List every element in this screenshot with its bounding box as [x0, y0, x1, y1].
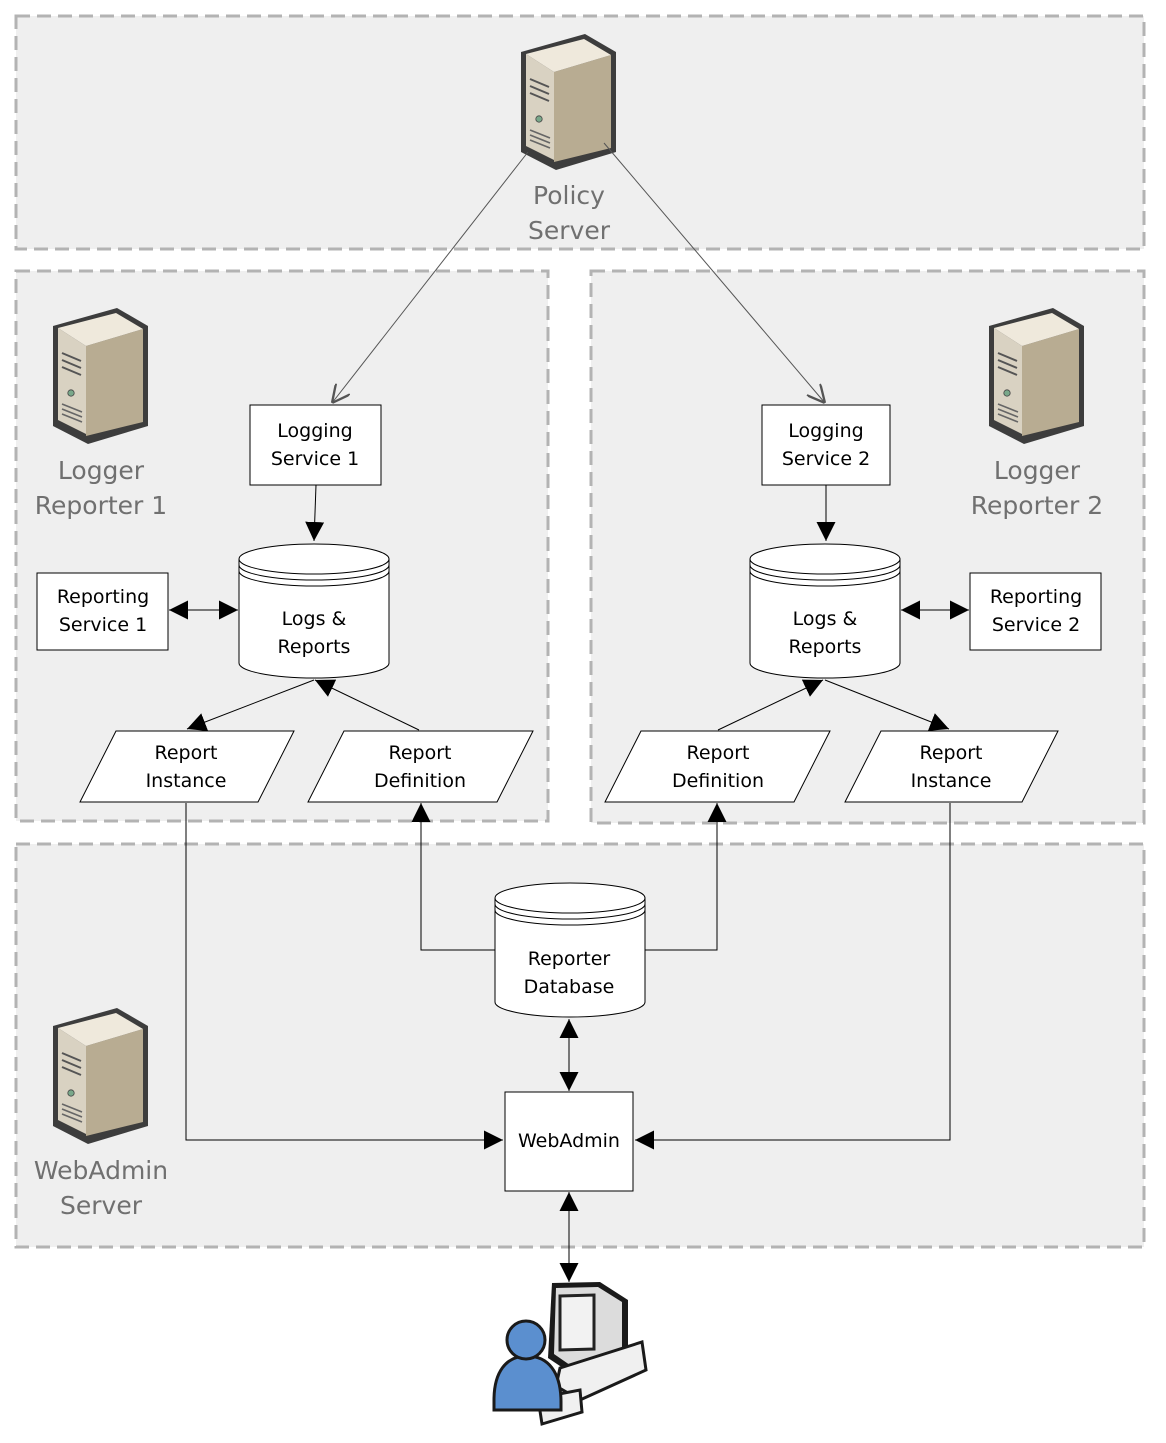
logger-reporter-1-label-line1: Logger: [58, 456, 145, 485]
reporter-database[interactable]: Reporter Database: [494, 882, 646, 1018]
logs-reports-2-database[interactable]: Logs & Reports: [749, 543, 901, 679]
edge-policy-to-logging-1: [332, 151, 529, 403]
edge-instance-1-to-webadmin: [185, 803, 503, 1150]
webadmin-server-label-line1: WebAdmin: [34, 1156, 168, 1185]
logging-service-2-label-line2: Service 2: [782, 448, 870, 470]
logger-reporter-1-label-line2: Reporter 1: [35, 491, 167, 520]
policy-server-label-line2: Server: [528, 216, 611, 245]
logging-service-2-node[interactable]: Logging Service 2: [761, 404, 891, 486]
reporting-service-2-node[interactable]: Reporting Service 2: [969, 572, 1102, 651]
report-definition-1-label-line2: Definition: [374, 770, 466, 792]
report-instance-1-label-line1: Report: [155, 742, 218, 764]
edge-reporterdb-to-definition-1: [411, 803, 495, 951]
reporting-service-1-label-line1: Reporting: [57, 586, 149, 608]
reporter-database-label-line2: Database: [524, 976, 615, 998]
report-definition-2-label-line2: Definition: [672, 770, 764, 792]
reporting-service-1-node[interactable]: Reporting Service 1: [36, 572, 169, 651]
logger-reporter-2-label-line1: Logger: [994, 456, 1081, 485]
edge-reporterdb-to-definition-2: [644, 803, 727, 951]
logs-reports-1-label-line2: Reports: [278, 636, 351, 658]
server-tower-icon: [52, 1007, 149, 1145]
logging-service-1-label-line1: Logging: [277, 420, 352, 442]
report-definition-1-label-line1: Report: [389, 742, 452, 764]
report-instance-2-node[interactable]: Report Instance: [844, 730, 1059, 803]
server-tower-icon: [520, 33, 617, 171]
logging-service-2-label-line1: Logging: [788, 420, 863, 442]
policy-server-label-line1: Policy: [533, 181, 605, 210]
logs-reports-2-label-line1: Logs &: [793, 608, 858, 630]
webadmin-label: WebAdmin: [518, 1130, 620, 1152]
user-workstation-icon: [492, 1282, 648, 1426]
report-definition-2-node[interactable]: Report Definition: [604, 730, 831, 803]
webadmin-node[interactable]: WebAdmin: [504, 1091, 634, 1192]
edge-instance-2-to-webadmin: [635, 803, 951, 1150]
server-tower-icon: [988, 307, 1085, 445]
edge-logs-1-to-instance-1: [186, 679, 315, 732]
edge-logging-1-to-logs-1: [305, 484, 325, 542]
edge-logs-2-to-instance-2: [824, 679, 950, 731]
report-definition-1-node[interactable]: Report Definition: [307, 730, 534, 803]
logs-reports-1-label-line1: Logs &: [282, 608, 347, 630]
logs-reports-2-label-line2: Reports: [789, 636, 862, 658]
reporting-service-2-label-line2: Service 2: [992, 614, 1080, 636]
reporting-service-2-label-line1: Reporting: [990, 586, 1082, 608]
report-instance-2-label-line1: Report: [920, 742, 983, 764]
reporting-service-1-label-line2: Service 1: [59, 614, 147, 636]
reporter-database-label-line1: Reporter: [528, 948, 611, 970]
logging-service-1-label-line2: Service 1: [271, 448, 359, 470]
report-instance-1-node[interactable]: Report Instance: [79, 730, 295, 803]
report-definition-2-label-line1: Report: [687, 742, 750, 764]
edge-definition-1-to-logs-1: [314, 679, 420, 731]
logging-service-1-node[interactable]: Logging Service 1: [249, 404, 382, 486]
webadmin-server-label-line2: Server: [60, 1191, 143, 1220]
server-tower-icon: [52, 307, 149, 445]
edge-definition-2-to-logs-2: [717, 679, 824, 731]
logger-reporter-2-label-line2: Reporter 2: [971, 491, 1103, 520]
report-instance-1-label-line2: Instance: [146, 770, 227, 792]
logs-reports-1-database[interactable]: Logs & Reports: [238, 543, 390, 679]
report-instance-2-label-line2: Instance: [911, 770, 992, 792]
edge-policy-to-logging-2: [603, 142, 825, 403]
